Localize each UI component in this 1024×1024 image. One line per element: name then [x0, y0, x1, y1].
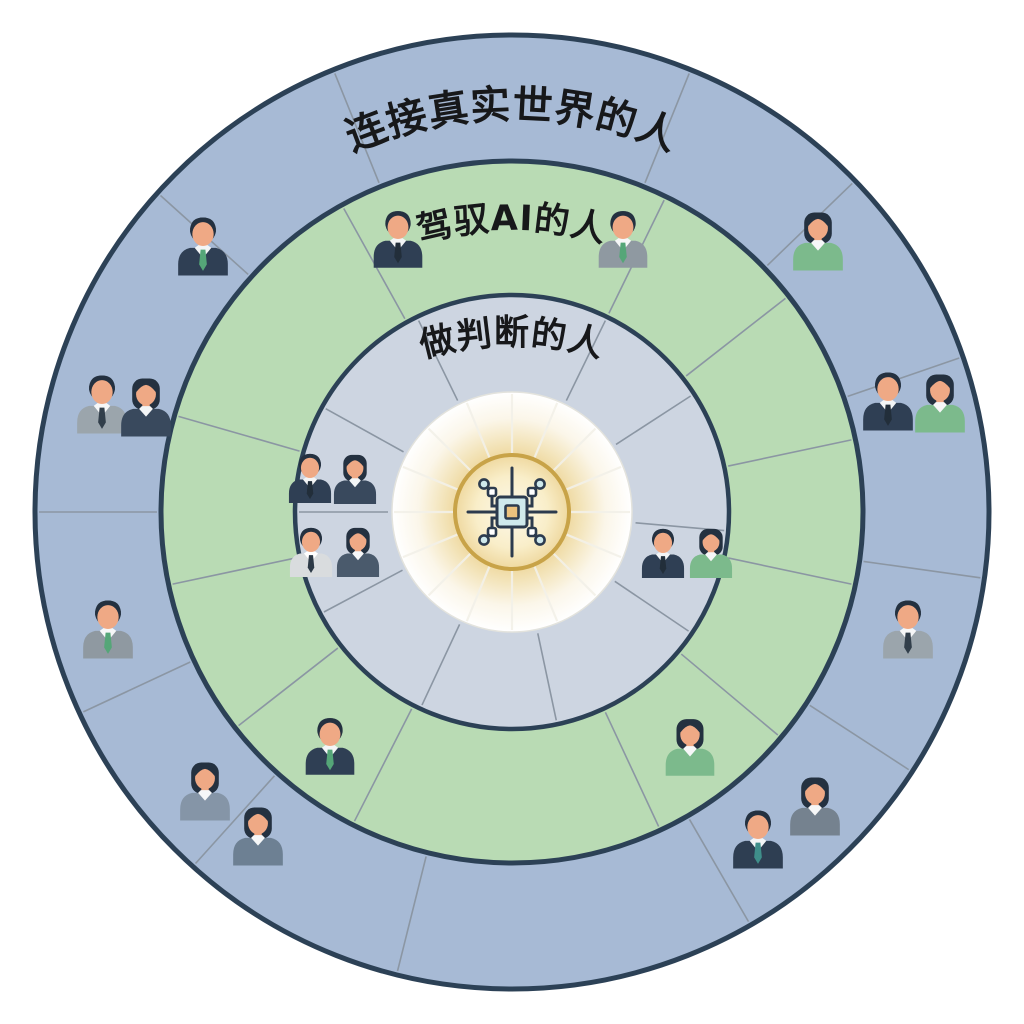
person-icon-female: [333, 454, 377, 504]
person-icon-female: [665, 719, 715, 776]
inner-dividers: [299, 320, 725, 721]
person-icon-female: [793, 212, 843, 271]
person-icon-female: [689, 528, 733, 578]
ai-chip-icon: [466, 466, 558, 558]
person-icon-female: [233, 807, 283, 866]
chip-trace-ne: [521, 478, 546, 508]
person-icon-female: [790, 777, 840, 836]
outer-dividers: [39, 73, 981, 972]
person-icon-female: [121, 378, 171, 437]
person-icon-female: [336, 527, 380, 577]
people-layer: [77, 211, 965, 869]
center-spokes: [394, 394, 630, 630]
person-icon-male: [305, 718, 355, 775]
person-icon-male: [288, 453, 332, 503]
person-icon-male: [641, 528, 685, 578]
person-icon-male: [178, 217, 228, 276]
chip-trace-se: [521, 516, 546, 546]
person-icon-female: [180, 762, 230, 821]
center-gold-ring: [453, 453, 571, 571]
person-icon-male: [83, 600, 133, 659]
person-icon-male: [598, 211, 648, 268]
person-icon-male: [77, 375, 127, 434]
person-icon-male: [863, 372, 913, 431]
person-icon-male: [883, 600, 933, 659]
person-icon-male: [289, 527, 333, 577]
person-icon-female: [915, 374, 965, 433]
person-icon-male: [373, 211, 423, 268]
person-icon-male: [733, 810, 783, 869]
